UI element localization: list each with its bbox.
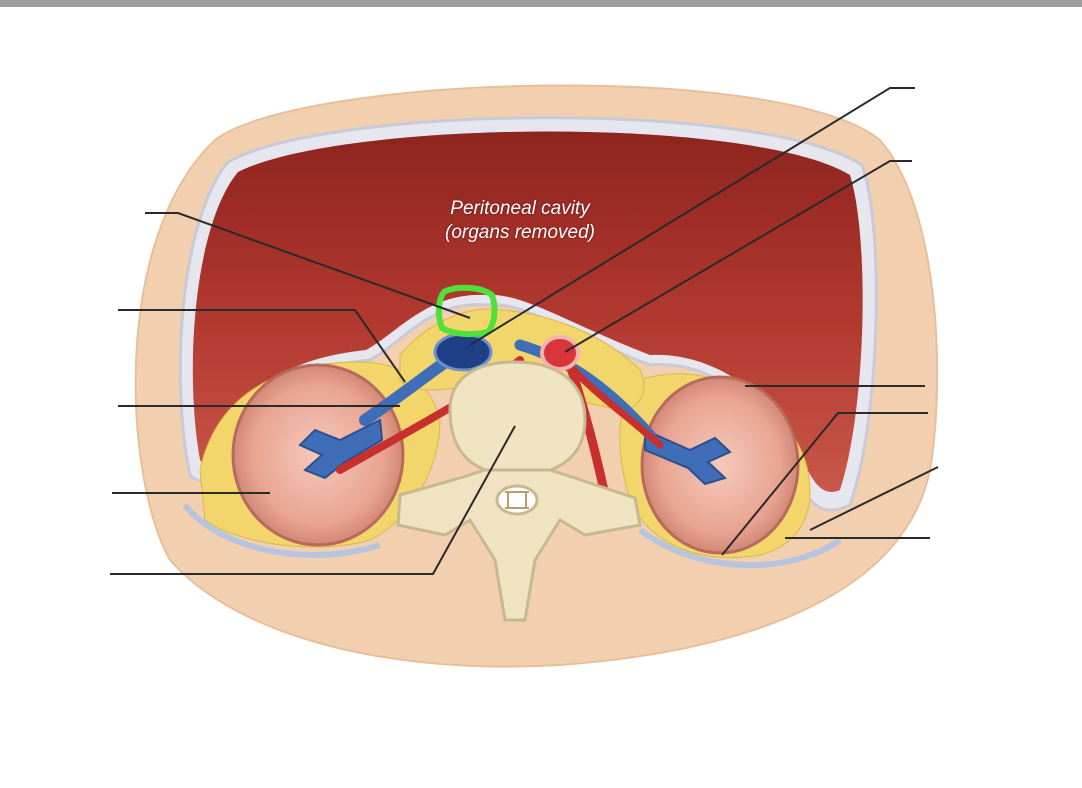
spinal-canal bbox=[495, 484, 539, 516]
highlight-box bbox=[435, 284, 498, 338]
vertebral-body bbox=[448, 360, 587, 477]
right-renal-vein bbox=[514, 339, 656, 441]
spinal-cord bbox=[505, 491, 529, 509]
cavity-label-line-1: Peritoneal cavity bbox=[450, 198, 590, 219]
vertebral-arch bbox=[396, 468, 642, 622]
left-renal-pelvis bbox=[298, 418, 384, 480]
inferior-vena-cava bbox=[433, 332, 493, 372]
aorta bbox=[540, 335, 580, 371]
right-kidney bbox=[640, 375, 800, 555]
window-top-bar bbox=[0, 0, 1082, 7]
left-renal-fascia bbox=[182, 503, 381, 558]
leader-line-left-5 bbox=[110, 425, 516, 575]
left-kidney bbox=[231, 363, 405, 547]
peritoneal-cavity-label: Peritoneal cavity (organs removed) bbox=[400, 197, 640, 245]
leader-line-right-1 bbox=[469, 87, 915, 346]
leader-line-right-4 bbox=[721, 412, 928, 556]
leader-line-right-5 bbox=[809, 466, 939, 531]
leader-line-left-1 bbox=[145, 212, 471, 319]
leader-line-right-2 bbox=[564, 160, 912, 353]
psoas-vessel bbox=[565, 360, 610, 500]
peritoneal-cavity bbox=[192, 131, 863, 492]
right-renal-fascia bbox=[638, 527, 842, 569]
right-renal-pelvis bbox=[644, 428, 732, 486]
leader-line-left-2 bbox=[118, 309, 406, 383]
cavity-label-line-2: (organs removed) bbox=[445, 222, 595, 243]
